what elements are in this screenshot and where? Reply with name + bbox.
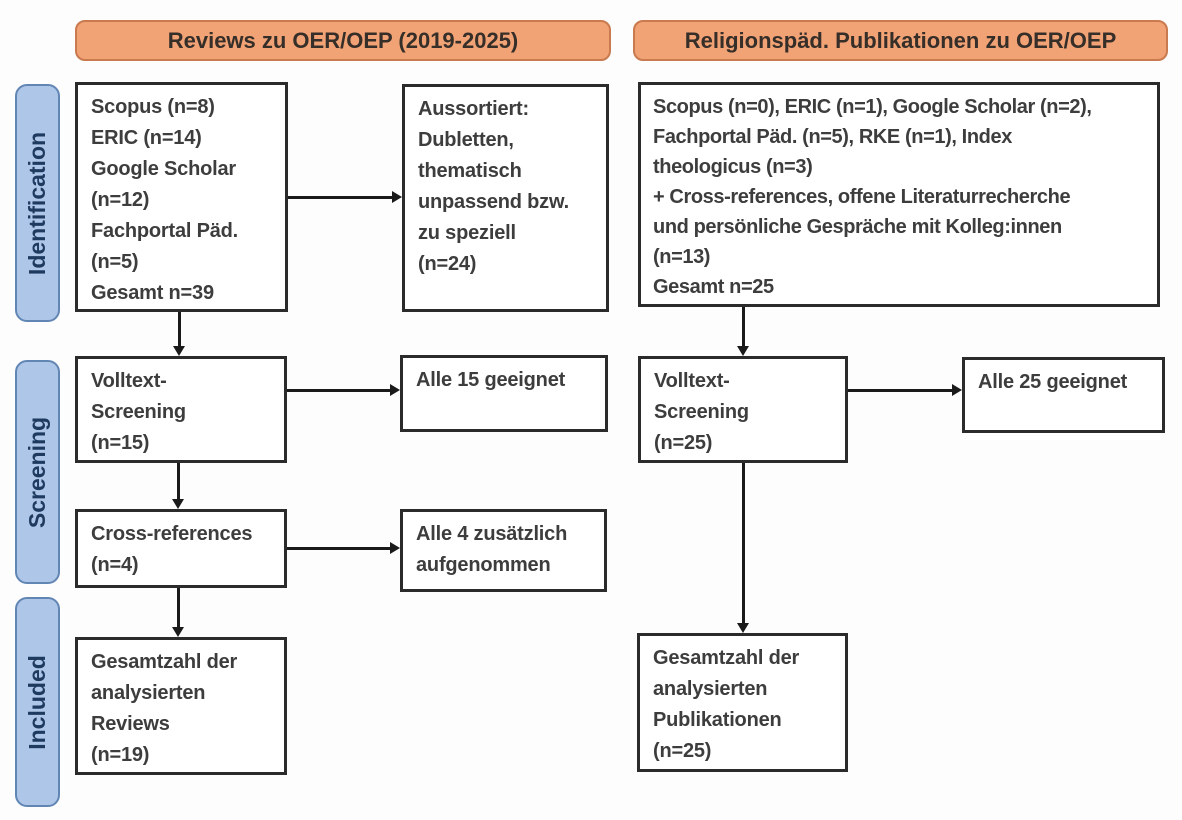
box-left-crossreferences: Cross-references (n=4) [75, 509, 287, 588]
box-left-fulltext-screening: Volltext- Screening (n=15) [75, 356, 287, 463]
box-right-fulltext-screening: Volltext- Screening (n=25) [638, 356, 848, 463]
column-header-reviews: Reviews zu OER/OEP (2019-2025) [75, 20, 611, 61]
arrow-left-crossreferences-to-included [172, 588, 184, 637]
stage-pill-identification: Identification [15, 84, 60, 322]
stage-pill-screening: Screening [15, 360, 60, 584]
arrow-left-crossreferences-to-result [287, 542, 400, 554]
column-header-religionspaed: Religionspäd. Publikationen zu OER/OEP [633, 20, 1168, 61]
stage-pill-screening-label: Screening [24, 416, 50, 528]
arrow-right-fulltext-to-result [848, 384, 962, 396]
arrow-right-identification-to-fulltext [737, 307, 749, 356]
arrow-right-fulltext-to-included [737, 463, 749, 633]
column-header-reviews-label: Reviews zu OER/OEP (2019-2025) [167, 27, 519, 53]
stage-pill-included: Included [15, 597, 60, 807]
stage-pill-included-label: Included [24, 654, 50, 750]
box-right-identification-sources: Scopus (n=0), ERIC (n=1), Google Scholar… [638, 82, 1160, 307]
box-left-fulltext-result: Alle 15 geeignet [400, 355, 608, 432]
box-right-included-total: Gesamtzahl der analysierten Publikatione… [637, 633, 848, 772]
box-left-excluded: Aussortiert: Dubletten, thematisch unpas… [402, 84, 609, 312]
arrow-left-identification-to-fulltext [173, 312, 185, 356]
box-left-crossreferences-result: Alle 4 zusätzlich aufgenommen [400, 509, 607, 592]
box-left-included-total: Gesamtzahl der analysierten Reviews (n=1… [75, 637, 287, 775]
arrow-left-fulltext-to-crossreferences [172, 463, 184, 509]
box-left-identification-sources: Scopus (n=8) ERIC (n=14) Google Scholar … [75, 82, 288, 312]
arrow-left-identification-to-excluded [288, 191, 402, 203]
stage-pill-identification-label: Identification [24, 131, 50, 275]
column-header-religionspaed-label: Religionspäd. Publikationen zu OER/OEP [684, 27, 1117, 53]
box-right-fulltext-result: Alle 25 geeignet [962, 357, 1165, 433]
arrow-left-fulltext-to-result [287, 384, 400, 396]
